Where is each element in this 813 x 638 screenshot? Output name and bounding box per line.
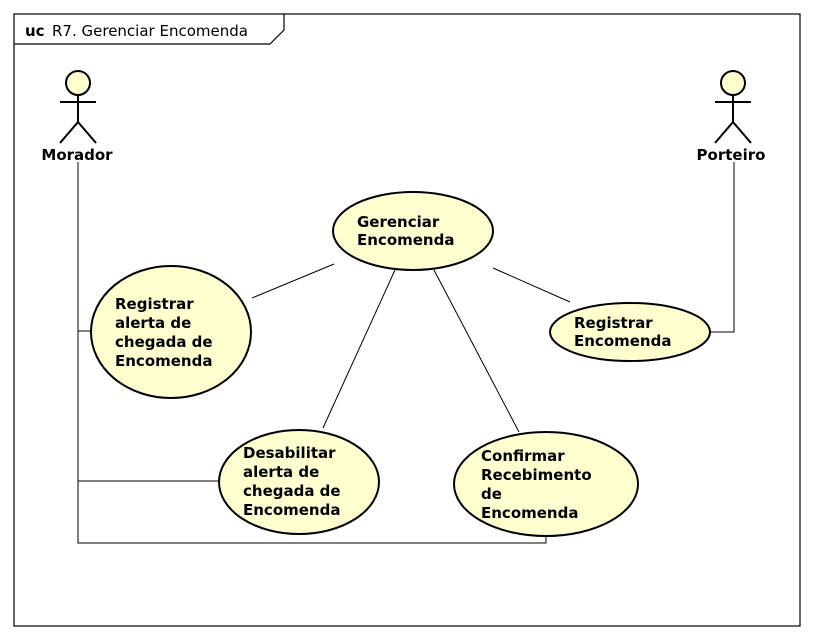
actor-morador[interactable]: Morador [41,70,113,164]
actor-right-leg [732,121,752,144]
usecase-label: Registrar alerta de chegada de Encomenda [115,295,218,370]
usecase-ellipse [453,431,639,537]
usecase-registrar-alerta[interactable]: Registrar alerta de chegada de Encomenda [90,265,252,399]
include-confirmar [433,269,520,433]
usecase-label: Registrar Encomenda [574,314,671,350]
frame-title-tab [14,14,285,45]
actor-right-leg [77,121,97,144]
usecase-label: Desabilitar alerta de chegada de Encomen… [243,444,346,519]
frame-title: R7. Gerenciar Encomenda [52,22,248,40]
usecase-desabilitar-alerta[interactable]: Desabilitar alerta de chegada de Encomen… [218,429,380,535]
actor-head [65,70,91,96]
usecase-confirmar-recebimento[interactable]: Confirmar Recebimento de Encomenda [453,431,639,537]
usecase-ellipse [90,265,252,399]
include-registrar-encomenda [492,267,571,303]
actor-left-leg [714,121,734,144]
porteiro-to-registrar-encomenda [710,162,735,333]
usecase-label: Gerenciar Encomenda [357,213,454,249]
usecase-label: Confirmar Recebimento de Encomenda [481,447,597,522]
usecase-ellipse [332,191,494,271]
actor-left-leg [59,121,79,144]
actor-porteiro[interactable]: Porteiro [697,70,766,164]
actor-label-porteiro: Porteiro [697,146,766,164]
usecase-ellipse [549,302,711,362]
frame-keyword: uc [25,22,45,40]
connectors [77,162,735,544]
usecase-gerenciar-encomenda[interactable]: Gerenciar Encomenda [332,191,494,271]
morador-to-confirmar [77,481,547,544]
actor-label-morador: Morador [41,146,113,164]
usecase-registrar-encomenda[interactable]: Registrar Encomenda [549,302,711,362]
include-desabilitar-alerta [322,269,396,429]
include-registrar-alerta [251,263,335,299]
actor-head [720,70,746,96]
usecase-ellipse [218,429,380,535]
